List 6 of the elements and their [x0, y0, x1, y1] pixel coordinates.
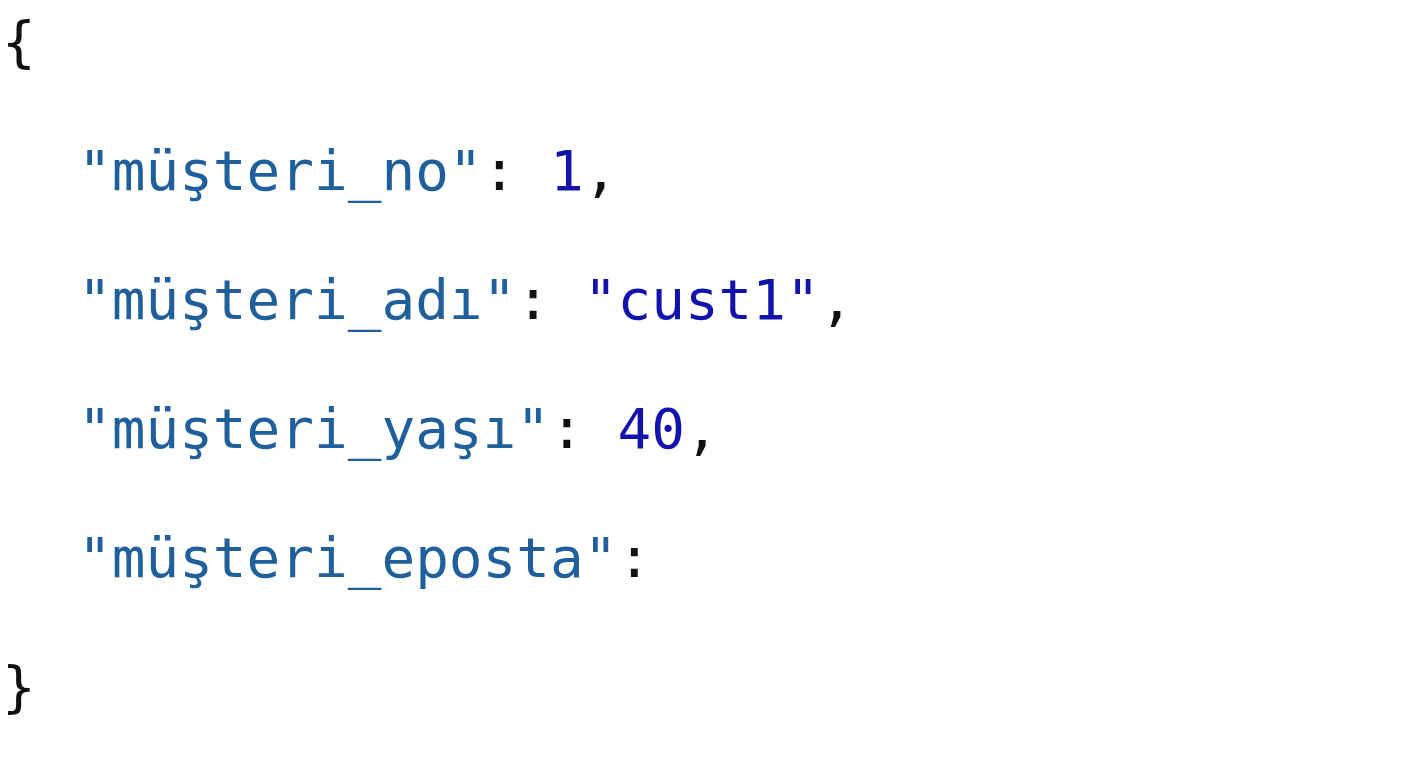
brace: {: [2, 8, 36, 76]
code-line: "müşteri_adı": "cust1",: [78, 266, 854, 334]
code-line: "müşteri_eposta":: [78, 524, 652, 592]
brace: }: [2, 653, 36, 721]
code-line: "müşteri_no": 1,: [78, 137, 618, 205]
code-line: "müşteri_yaşı": 40,: [78, 395, 719, 463]
